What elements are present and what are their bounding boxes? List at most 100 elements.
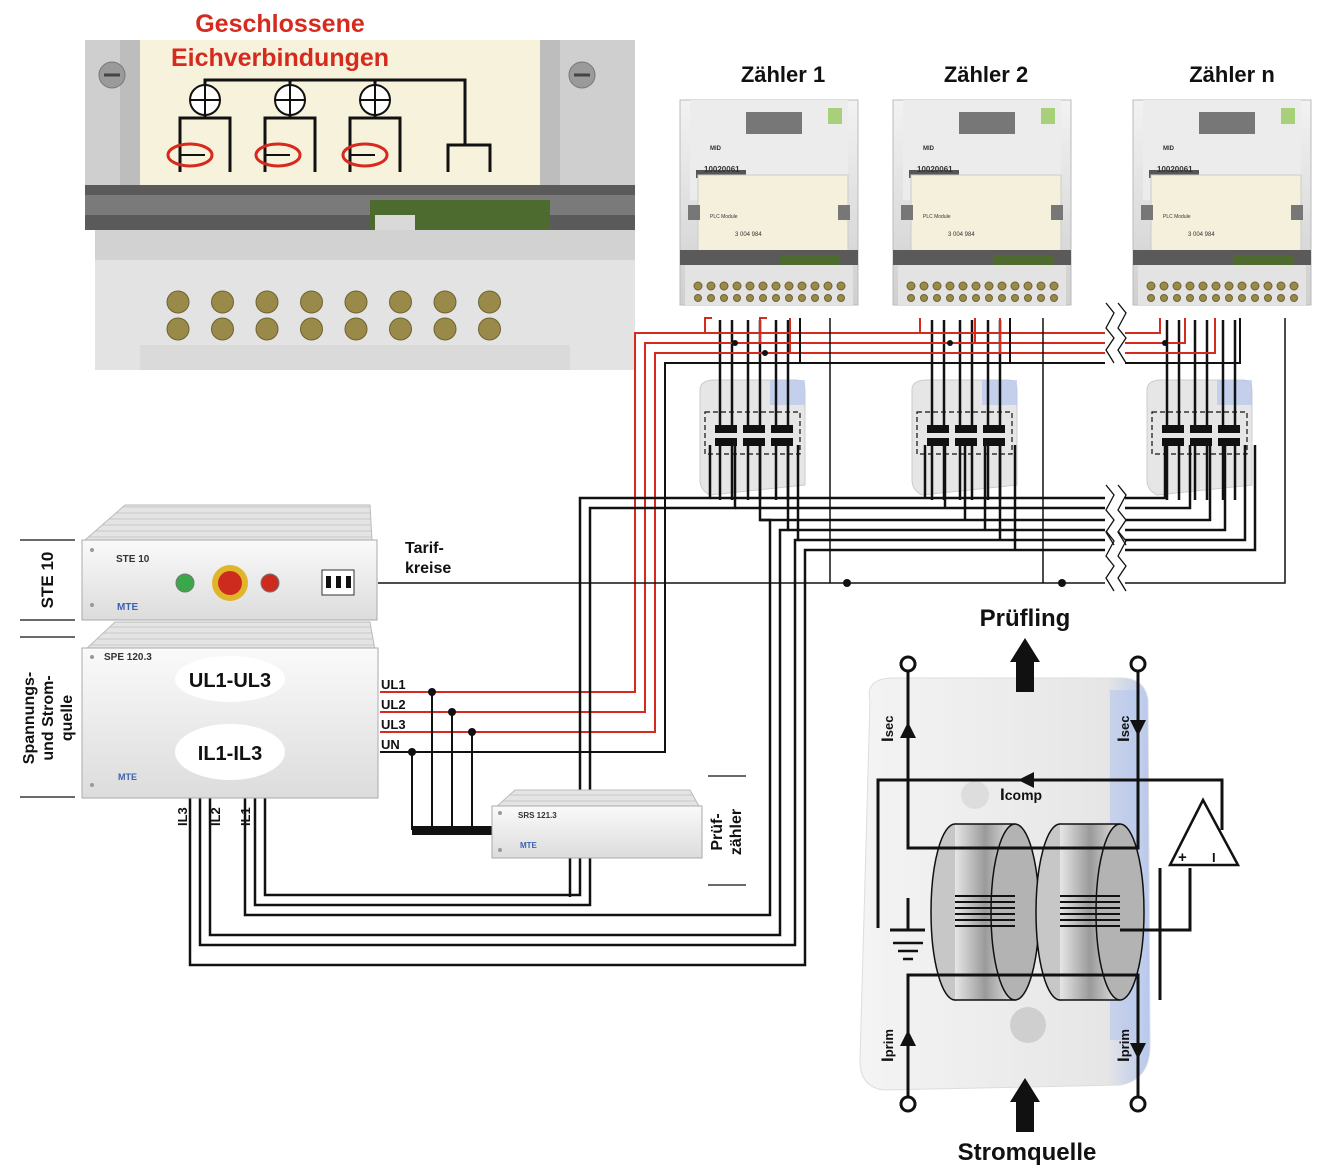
spe-side-label-2: und Strom- bbox=[40, 675, 57, 760]
test-terminal-blocks bbox=[699, 320, 1253, 500]
spe-side-label-3: quelle bbox=[59, 695, 76, 741]
meter-terminal-screw bbox=[1212, 294, 1220, 302]
output-un: UN bbox=[381, 737, 400, 752]
meter-terminal-screw bbox=[1011, 294, 1019, 302]
voltage-source-label: UL1-UL3 bbox=[189, 670, 271, 692]
meter-terminal-screw bbox=[772, 294, 780, 302]
sealed-terminal-block bbox=[85, 40, 635, 370]
meter-terminal-screw bbox=[1250, 281, 1260, 291]
meter-terminal-screw bbox=[1172, 281, 1182, 291]
junction-dots bbox=[408, 340, 1168, 756]
meter-module-name: PLC Module bbox=[1163, 214, 1191, 220]
meter-terminal-screw bbox=[1211, 281, 1221, 291]
meter-terminal-screw bbox=[1050, 294, 1058, 302]
meter-2-label: Zähler 2 bbox=[944, 62, 1028, 87]
spe-120-device bbox=[81, 621, 379, 799]
meter-module-number: 3 004 984 bbox=[735, 232, 762, 238]
terminal-screw bbox=[166, 317, 190, 341]
terminal-screw bbox=[478, 317, 501, 341]
ct-bottom-label: Stromquelle bbox=[958, 1139, 1097, 1166]
meter-module-number: 3 004 984 bbox=[1188, 232, 1215, 238]
iprim-right-label: Iprim bbox=[1114, 1029, 1133, 1062]
meter-terminal-screw bbox=[810, 281, 820, 291]
meter-terminal-screw bbox=[1185, 281, 1195, 291]
meter-terminal-screw bbox=[933, 294, 941, 302]
ste-device-label: STE 10 bbox=[116, 554, 150, 565]
meter-terminal-screw bbox=[784, 281, 794, 291]
meter-terminal-screw bbox=[1199, 294, 1207, 302]
output-il3: IL3 bbox=[175, 807, 190, 826]
meter-terminal-screw bbox=[1036, 281, 1046, 291]
meter-terminal-screw bbox=[945, 281, 955, 291]
iprim-left-label: Iprim bbox=[878, 1029, 897, 1062]
meter-terminal-screw bbox=[1147, 294, 1155, 302]
wire-break-mark bbox=[1117, 530, 1127, 592]
terminal-screw bbox=[255, 290, 279, 314]
meter-n-label: Zähler n bbox=[1189, 62, 1275, 87]
terminal-screw bbox=[166, 290, 190, 314]
wiring bbox=[188, 302, 1286, 967]
meter-terminal-screw bbox=[1238, 294, 1246, 302]
meter-module-name: PLC Module bbox=[710, 214, 738, 220]
terminal-screw bbox=[344, 317, 368, 341]
test-terminal-3 bbox=[1146, 320, 1253, 500]
isec-right-label: Isec bbox=[1114, 716, 1133, 742]
meter-terminal-screw bbox=[1276, 281, 1286, 291]
meter-terminal-screw bbox=[836, 281, 846, 291]
meter-terminal-screw bbox=[694, 294, 702, 302]
meter-badge: MID bbox=[1163, 146, 1175, 152]
wire-break-mark bbox=[1105, 530, 1115, 592]
terminal-screw bbox=[389, 317, 412, 341]
side-label-dividers bbox=[20, 539, 75, 798]
output-ul3: UL3 bbox=[381, 717, 406, 732]
output-il1: IL1 bbox=[238, 807, 253, 826]
meter-badge: MID bbox=[710, 146, 722, 152]
terminal-screw bbox=[211, 317, 234, 341]
spe-side-label-1: Spannungs- bbox=[21, 672, 38, 764]
meter-terminal-screw bbox=[707, 294, 715, 302]
meter-terminal-screw bbox=[971, 281, 981, 291]
terminal-screw bbox=[300, 317, 323, 341]
ste-brand: MTE bbox=[117, 602, 138, 613]
meter-terminal-screw bbox=[998, 294, 1006, 302]
reference-meter-label-2: zähler bbox=[728, 809, 745, 855]
meter-id-number: 10020061 bbox=[704, 165, 740, 174]
ct-top-label: Prüfling bbox=[980, 605, 1071, 632]
meter-terminal-screw bbox=[1290, 294, 1298, 302]
tariff-label-2: kreise bbox=[405, 560, 451, 577]
meter-terminal-screw bbox=[906, 281, 916, 291]
meter-terminal-screw bbox=[798, 294, 806, 302]
ste-side-label: STE 10 bbox=[38, 552, 57, 609]
meter-terminal-screw bbox=[907, 294, 915, 302]
wire-break-mark bbox=[1105, 302, 1115, 364]
meter-terminal-screw bbox=[959, 294, 967, 302]
meter-1-label: Zähler 1 bbox=[741, 62, 825, 87]
wire-break-mark bbox=[1117, 484, 1127, 546]
meter-terminal-screw bbox=[824, 294, 832, 302]
meter-terminal-screw bbox=[745, 281, 755, 291]
meter-terminal-screw bbox=[797, 281, 807, 291]
meter-terminal-screw bbox=[823, 281, 833, 291]
meter-terminal-screw bbox=[997, 281, 1007, 291]
meter-terminal-screw bbox=[693, 281, 703, 291]
meter-terminal-screw bbox=[1289, 281, 1299, 291]
terminal-screw bbox=[211, 290, 234, 314]
meter-id-number: 10020061 bbox=[1157, 165, 1193, 174]
meter-terminal-screw bbox=[1263, 281, 1273, 291]
reference-meter-label-1: Prüf- bbox=[709, 813, 726, 850]
terminal-screw bbox=[255, 317, 279, 341]
meter-terminal-screw bbox=[732, 281, 742, 291]
meter-terminal-screw bbox=[1160, 294, 1168, 302]
terminal-screw bbox=[389, 290, 412, 314]
meter-terminal-screw bbox=[1049, 281, 1059, 291]
meter-terminal-screw bbox=[811, 294, 819, 302]
meter-terminal-screw bbox=[1277, 294, 1285, 302]
icomp-label: Icomp bbox=[1000, 785, 1042, 804]
isec-left-label: Isec bbox=[878, 716, 897, 742]
meter-terminal-screw bbox=[1198, 281, 1208, 291]
meter-terminal-screw bbox=[1224, 281, 1234, 291]
